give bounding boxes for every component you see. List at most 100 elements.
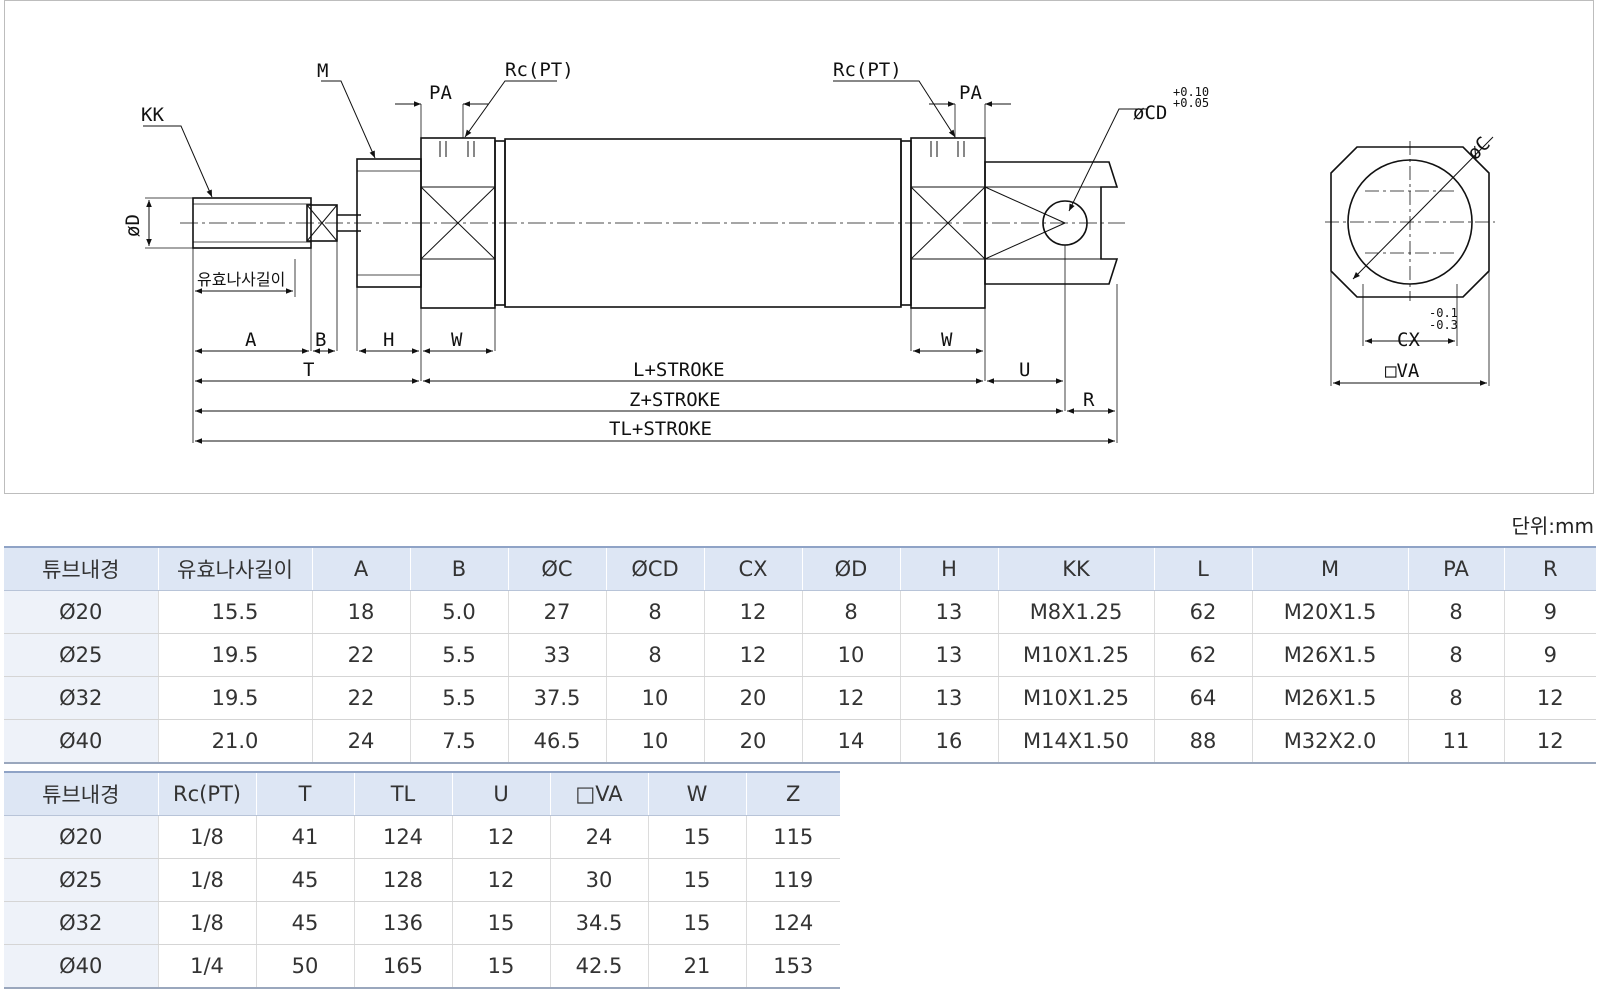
table-cell: 8 xyxy=(1408,590,1505,634)
table-cell: 16 xyxy=(900,719,999,764)
table-cell: Ø20 xyxy=(4,815,159,859)
label-cd-tol-lower: +0.05 xyxy=(1173,96,1209,110)
table-cell: 11 xyxy=(1408,719,1505,764)
column-header: H xyxy=(900,546,999,591)
table-cell: 12 xyxy=(452,858,551,902)
table-cell: 45 xyxy=(256,901,355,945)
table-cell: 18 xyxy=(312,590,411,634)
column-header: R xyxy=(1504,546,1596,591)
label-cx-tol-lower: -0.3 xyxy=(1429,318,1458,332)
table-cell: Ø25 xyxy=(4,858,159,902)
table-cell: 21 xyxy=(648,944,747,989)
label-l-stroke: L+STROKE xyxy=(633,359,725,381)
table-cell: 5.5 xyxy=(410,676,509,720)
label-w-right: W xyxy=(941,329,953,351)
label-r: R xyxy=(1083,389,1095,411)
table-cell: 124 xyxy=(354,815,453,859)
table-cell: M26X1.5 xyxy=(1252,676,1409,720)
column-header: L xyxy=(1154,546,1253,591)
table-cell: 20 xyxy=(704,676,803,720)
table-cell: 136 xyxy=(354,901,453,945)
label-d: øD xyxy=(122,214,144,237)
column-header: CX xyxy=(704,546,803,591)
label-va: □VA xyxy=(1385,360,1420,382)
table-cell: 15 xyxy=(452,944,551,989)
table-cell: 50 xyxy=(256,944,355,989)
table-cell: 1/8 xyxy=(158,901,257,945)
label-thread-length: 유효나사길이 xyxy=(197,270,285,289)
label-h: H xyxy=(383,329,394,351)
table-cell: 64 xyxy=(1154,676,1253,720)
table-cell: 45 xyxy=(256,858,355,902)
table-cell: 12 xyxy=(1504,719,1596,764)
table-cell: 12 xyxy=(704,590,803,634)
table-cell: 22 xyxy=(312,676,411,720)
table-cell: 165 xyxy=(354,944,453,989)
label-w-left: W xyxy=(451,329,463,351)
label-b: B xyxy=(315,329,326,351)
table-cell: 8 xyxy=(1408,633,1505,677)
column-header: U xyxy=(452,771,551,816)
table-cell: Ø32 xyxy=(4,676,159,720)
table-cell: M8X1.25 xyxy=(998,590,1155,634)
table-cell: 115 xyxy=(746,815,840,859)
column-header: ØCD xyxy=(606,546,705,591)
table-cell: 14 xyxy=(802,719,901,764)
table-cell: 34.5 xyxy=(550,901,649,945)
table-cell: 8 xyxy=(606,633,705,677)
table-cell: 13 xyxy=(900,633,999,677)
label-u: U xyxy=(1019,359,1030,381)
column-header: M xyxy=(1252,546,1409,591)
table-cell: 15 xyxy=(648,858,747,902)
column-header: □VA xyxy=(550,771,649,816)
column-header: TL xyxy=(354,771,453,816)
table-cell: M20X1.5 xyxy=(1252,590,1409,634)
column-header: ØD xyxy=(802,546,901,591)
table-cell: 24 xyxy=(312,719,411,764)
table-cell: 13 xyxy=(900,676,999,720)
label-tl-stroke: TL+STROKE xyxy=(609,418,712,440)
table-cell: 1/8 xyxy=(158,815,257,859)
table-cell: 9 xyxy=(1504,633,1596,677)
column-header: W xyxy=(648,771,747,816)
table-cell: 12 xyxy=(802,676,901,720)
cylinder-end-view xyxy=(1325,136,1495,386)
label-cx: CX xyxy=(1397,329,1420,351)
label-a: A xyxy=(245,329,257,351)
table-cell: 30 xyxy=(550,858,649,902)
table-cell: 15 xyxy=(648,815,747,859)
drawing-labels: KK M Rc(PT) Rc(PT) PA PA øCD +0.10 +0.05… xyxy=(122,59,1495,440)
column-header: ØC xyxy=(508,546,607,591)
column-header: Rc(PT) xyxy=(158,771,257,816)
table-cell: 1/8 xyxy=(158,858,257,902)
table-cell: 128 xyxy=(354,858,453,902)
table-cell: 62 xyxy=(1154,633,1253,677)
table-cell: 153 xyxy=(746,944,840,989)
table-cell: 19.5 xyxy=(158,633,313,677)
table-cell: 119 xyxy=(746,858,840,902)
table-cell: M10X1.25 xyxy=(998,676,1155,720)
table-cell: Ø40 xyxy=(4,719,159,764)
unit-note: 단위:mm xyxy=(1511,514,1594,538)
label-rc-right: Rc(PT) xyxy=(833,59,902,81)
table-cell: 62 xyxy=(1154,590,1253,634)
table-cell: Ø25 xyxy=(4,633,159,677)
table-cell: 8 xyxy=(802,590,901,634)
table-cell: 12 xyxy=(704,633,803,677)
label-z-stroke: Z+STROKE xyxy=(629,389,721,411)
table-cell: 19.5 xyxy=(158,676,313,720)
table-cell: 37.5 xyxy=(508,676,607,720)
table-cell: 33 xyxy=(508,633,607,677)
table-cell: 1/4 xyxy=(158,944,257,989)
table-cell: 27 xyxy=(508,590,607,634)
table-cell: 8 xyxy=(606,590,705,634)
table-cell: 21.0 xyxy=(158,719,313,764)
